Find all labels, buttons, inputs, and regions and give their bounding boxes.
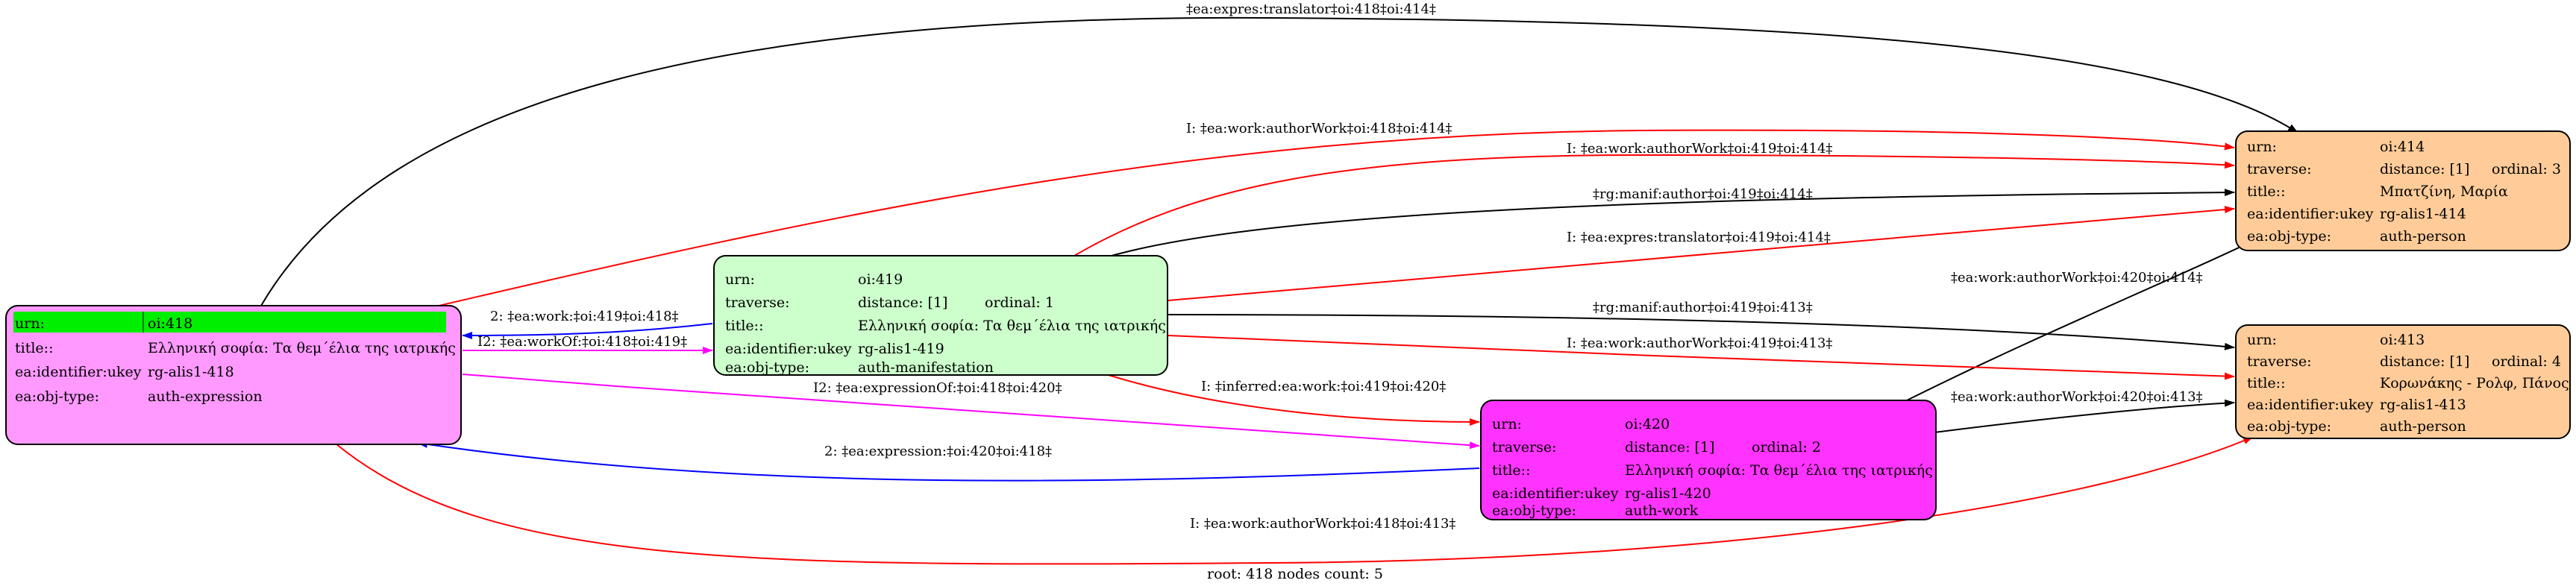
field-value: oi:420 [1625, 416, 1670, 432]
edge-authorwork-418-414 [432, 129, 2235, 308]
edge-authorwork-419-413 [1168, 335, 2235, 380]
field-value: auth-manifestation [858, 359, 994, 376]
edge-manifauthor-419-413 [1168, 314, 2235, 350]
edge-expression-420-418 [417, 440, 1480, 482]
field-value: ordinal: 4 [2492, 353, 2561, 370]
field-value: rg-alis1-420 [1625, 485, 1711, 502]
edge-layer: ‡ea:expres:translator‡oi:418‡oi:414‡ I: … [260, 1, 2298, 565]
node-box [713, 255, 1168, 376]
field-key: ea:obj-type: [2247, 418, 2331, 435]
edge-translator-419-414 [1168, 206, 2235, 301]
field-value: Ελληνική σοφία: Τα θεμ΄έλια της ιατρικής [148, 340, 456, 356]
field-value: auth-person [2380, 418, 2466, 435]
field-key: traverse: [1492, 439, 1557, 456]
field-key: ea:obj-type: [15, 388, 99, 405]
edge-label: ‡ea:expres:translator‡oi:418‡oi:414‡ [1186, 1, 1436, 17]
field-key: ea:obj-type: [1492, 502, 1576, 519]
edge-label: I: ‡ea:expres:translator‡oi:419‡oi:414‡ [1567, 230, 1831, 245]
edge-label: I: ‡inferred:ea:work:‡oi:419‡oi:420‡ [1201, 379, 1446, 394]
field-key: ea:obj-type: [725, 359, 809, 376]
edge-manifauthor-419-414 [1111, 189, 2235, 256]
field-key: ea:identifier:ukey [15, 364, 142, 380]
edge-label: I: ‡ea:work:authorWork‡oi:419‡oi:414‡ [1567, 141, 1832, 157]
field-value: distance: [1] [2380, 353, 2469, 370]
urn-row-highlight [13, 312, 446, 333]
field-key: urn: [2247, 332, 2277, 348]
field-key: urn: [2247, 139, 2277, 155]
field-value: oi:413 [2380, 332, 2425, 348]
field-value: rg-alis1-418 [148, 364, 234, 380]
field-value: oi:419 [858, 271, 903, 288]
node-oi-419[interactable]: urn: oi:419 traverse: distance: [1] ordi… [713, 255, 1168, 376]
field-value: Ελληνική σοφία: Τα θεμ΄έλια της ιατρικής [858, 318, 1166, 334]
node-oi-414[interactable]: urn: oi:414 traverse: distance: [1] ordi… [2235, 130, 2571, 251]
edge-label: ‡rg:manif:author‡oi:419‡oi:413‡ [1593, 300, 1813, 315]
field-value: Κορωνάκης - Ρολφ, Πάνος [2380, 375, 2569, 391]
node-box [1480, 400, 1937, 520]
field-value: distance: [1] [1625, 439, 1714, 456]
edge-work-419-418 [462, 323, 713, 339]
field-key: ea:identifier:ukey [1492, 485, 1619, 502]
field-key: ea:obj-type: [2247, 228, 2331, 245]
field-key: ea:identifier:ukey [725, 341, 852, 357]
edge-label: I: ‡ea:work:authorWork‡oi:419‡oi:413‡ [1567, 335, 1832, 351]
field-value: Ελληνική σοφία: Τα θεμ΄έλια της ιατρικής [1625, 462, 1933, 479]
field-value: auth-work [1625, 502, 1699, 519]
edge-label: ‡ea:work:authorWork‡oi:420‡oi:413‡ [1951, 389, 2203, 405]
edge-label: ‡rg:manif:author‡oi:419‡oi:414‡ [1593, 186, 1813, 202]
field-value: oi:414 [2380, 139, 2425, 155]
edge-inferredwork-419-420 [1100, 372, 1480, 426]
field-value: ordinal: 3 [2492, 161, 2561, 177]
field-key: ea:identifier:ukey [2247, 397, 2374, 413]
field-value: rg-alis1-413 [2380, 397, 2466, 413]
field-key: traverse: [2247, 353, 2312, 370]
node-oi-413[interactable]: urn: oi:413 traverse: distance: [1] ordi… [2235, 324, 2571, 439]
field-value: ordinal: 2 [1752, 439, 1821, 456]
field-value: rg-alis1-414 [2380, 206, 2466, 222]
edge-label: I2: ‡ea:workOf:‡oi:418‡oi:419‡ [477, 334, 687, 350]
edge-label: I2: ‡ea:expressionOf:‡oi:418‡oi:420‡ [813, 380, 1062, 396]
field-key: title:: [1492, 462, 1530, 479]
node-oi-418[interactable]: urn: oi:418 title:: Ελληνική σοφία: Τα θ… [5, 305, 462, 445]
edge-label: 2: ‡ea:work:‡oi:419‡oi:418‡ [490, 309, 679, 324]
field-key: title:: [725, 318, 763, 334]
field-value: oi:418 [148, 315, 192, 332]
field-key: ea:identifier:ukey [2247, 206, 2374, 222]
edge-label: ‡ea:work:authorWork‡oi:420‡oi:414‡ [1951, 270, 2203, 286]
field-key: traverse: [2247, 161, 2312, 177]
node-box [5, 305, 462, 445]
field-value: ordinal: 1 [985, 294, 1054, 311]
graph-footer: root: 418 nodes count: 5 [1207, 566, 1383, 582]
node-oi-420[interactable]: urn: oi:420 traverse: distance: [1] ordi… [1480, 400, 1937, 520]
edge-authorwork-419-414 [1074, 154, 2235, 256]
edge-authorwork-418-413 [335, 436, 2254, 565]
field-value: auth-person [2380, 228, 2466, 245]
edge-label: 2: ‡ea:expression:‡oi:420‡oi:418‡ [824, 444, 1052, 459]
edge-label: I: ‡ea:work:authorWork‡oi:418‡oi:414‡ [1186, 121, 1452, 136]
field-key: urn: [1492, 416, 1522, 432]
field-key: title:: [2247, 183, 2285, 200]
node-box [2235, 130, 2571, 251]
edge-label: I: ‡ea:work:authorWork‡oi:418‡oi:413‡ [1190, 516, 1455, 532]
field-value: distance: [1] [858, 294, 947, 311]
field-value: rg-alis1-419 [858, 341, 944, 357]
field-key: traverse: [725, 294, 790, 311]
field-value: auth-expression [148, 388, 263, 405]
field-value: distance: [1] [2380, 161, 2469, 177]
field-value: Μπατζίνη, Μαρία [2380, 183, 2508, 200]
field-key: title:: [15, 340, 53, 356]
edge-authorwork-420-413 [1934, 399, 2235, 433]
field-key: urn: [725, 271, 755, 288]
field-key: urn: [15, 315, 45, 332]
field-key: title:: [2247, 375, 2285, 391]
edge-translator-418-414 [260, 16, 2298, 306]
node-box [2235, 324, 2571, 439]
